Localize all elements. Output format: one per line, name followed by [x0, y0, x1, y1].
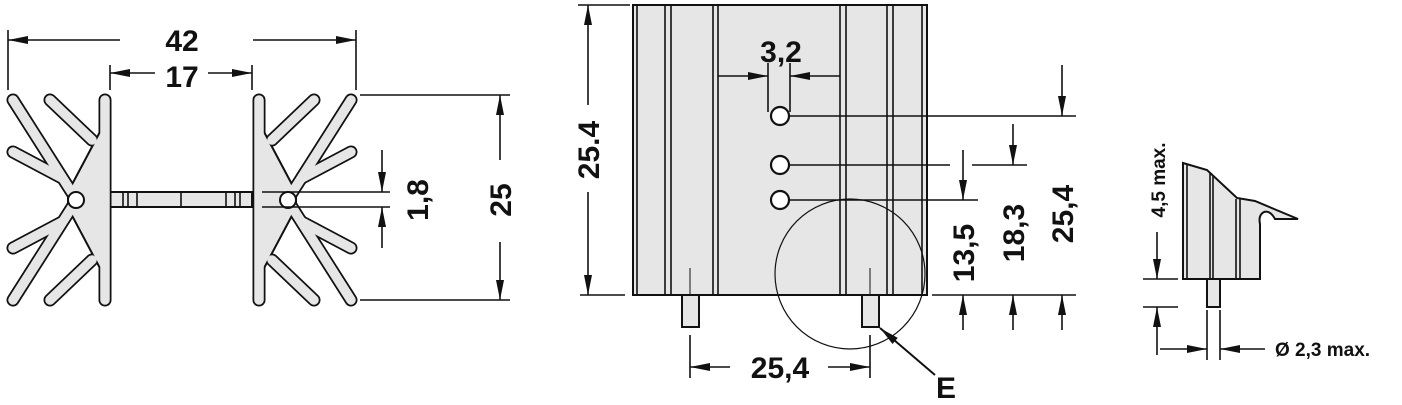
detail-pin — [1206, 278, 1221, 308]
left-fin-profile — [13, 100, 105, 300]
dim-height: 25 — [485, 183, 518, 216]
dim-hole-height-2: 18,3 — [998, 204, 1031, 262]
mounting-hole — [769, 105, 791, 127]
dim-pin-diameter: Ø 2,3 max. — [1275, 340, 1370, 361]
dim-hole-height-1: 13,5 — [948, 224, 981, 282]
pin-left — [681, 294, 700, 328]
mounting-hole — [769, 154, 791, 176]
dim-pin-length: 4,5 max. — [1149, 143, 1170, 218]
dim-hole-diameter: 3,2 — [760, 36, 802, 69]
dim-inner-width: 17 — [165, 61, 198, 94]
front-view: 42 17 25 1,8 — [8, 25, 518, 300]
dim-pin-spacing: 25,4 — [751, 352, 810, 385]
dim-overall-width: 42 — [165, 25, 198, 58]
dim-hole-height-3: 25,4 — [1047, 184, 1080, 243]
dim-side-height: 25.4 — [573, 120, 606, 179]
detail-circle — [774, 198, 926, 350]
dim-slot-thickness: 1,8 — [402, 179, 435, 221]
right-fin-profile — [259, 100, 351, 300]
side-view: 25.4 3,2 13,5 18,3 25,4 25,4 E — [573, 4, 1080, 405]
pin-right — [861, 294, 880, 328]
detail-view: 4,5 max. Ø 2,3 max. — [1143, 143, 1370, 361]
mounting-hole — [769, 189, 791, 211]
detail-label: E — [936, 372, 956, 405]
